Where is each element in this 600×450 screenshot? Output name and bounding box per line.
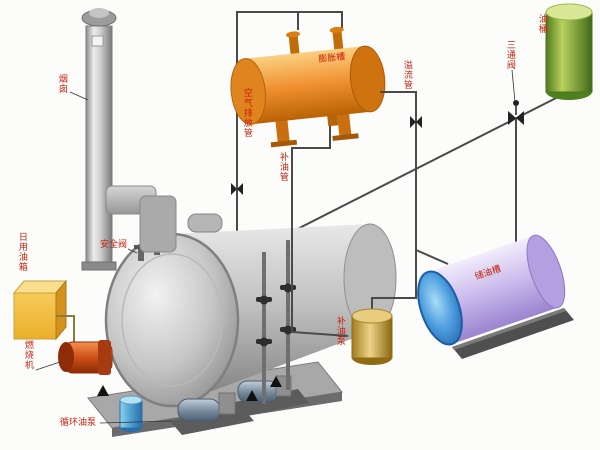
oil-makeup-piping bbox=[291, 126, 349, 337]
oil-makeup-pump-tank bbox=[351, 308, 393, 365]
chimney bbox=[81, 8, 117, 271]
boiler-top-fitting bbox=[187, 213, 223, 233]
label-safety-valve: 安全阀 bbox=[100, 240, 128, 250]
expansion-tank bbox=[230, 26, 386, 148]
label-three-way-valve: 三通阀 bbox=[504, 40, 515, 70]
flue-duct bbox=[105, 185, 177, 253]
label-oil-makeup-pipe: 补油管 bbox=[277, 152, 288, 182]
three-way-valve-symbol bbox=[508, 100, 524, 125]
label-oil-makeup-pump: 补油泵 bbox=[334, 316, 345, 346]
boiler bbox=[104, 223, 397, 408]
burner bbox=[58, 340, 113, 375]
circulation-pump-rear bbox=[230, 375, 309, 417]
oil-storage-tank bbox=[417, 234, 566, 346]
flow-arrows bbox=[97, 376, 282, 401]
pump-risers bbox=[256, 240, 296, 404]
label-overflow-pipe: 溢流管 bbox=[401, 60, 412, 90]
overflow-piping bbox=[371, 91, 449, 310]
oil-drum bbox=[545, 3, 593, 100]
oil-storage-tank-stand bbox=[452, 308, 574, 359]
fuel-pipe bbox=[56, 315, 75, 344]
label-circulation-pump: 循环油泵 bbox=[60, 418, 97, 428]
label-oil-drum: 油桶 bbox=[536, 14, 547, 34]
blue-can bbox=[119, 395, 143, 432]
label-air-vent-pipe: 空气排放管 bbox=[241, 88, 252, 138]
label-burner: 燃烧机 bbox=[22, 340, 33, 370]
day-oil-tank bbox=[12, 279, 68, 341]
leader-lines bbox=[35, 69, 516, 424]
label-day-oil-tank: 日用油箱 bbox=[16, 232, 27, 272]
circulation-pump-front bbox=[170, 392, 254, 435]
air-vent-piping bbox=[231, 11, 343, 240]
label-chimney: 烟囱 bbox=[56, 74, 67, 94]
